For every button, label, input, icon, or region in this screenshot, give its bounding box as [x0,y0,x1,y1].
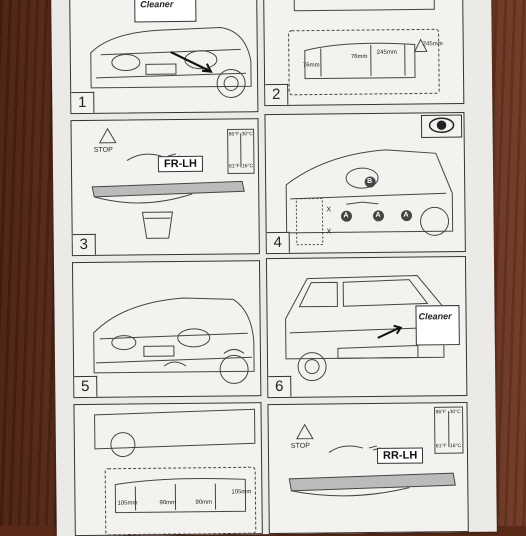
rear-bumper-measurement-illustration [74,403,261,535]
measurement-label: 245mm [377,50,397,56]
part-label: RR-LH [383,450,417,462]
part-label-box: RR-LH [377,447,423,463]
temp-label: 86°F [436,409,447,415]
cleaner-label: Cleaner [419,311,452,321]
step-4-panel: B A A A X X 4 [264,112,465,254]
step-5-panel: 5 [72,260,261,398]
instruction-sheet: Cleaner 1 76mm 76mm 245mm 245mm 2 [51,0,497,536]
cleaner-bottle: Cleaner [415,305,459,345]
step-number: 5 [74,376,97,397]
stop-label: STOP [291,443,310,450]
temp-label: 86°F [229,131,240,137]
car-front-press-illustration [73,261,260,397]
dimension-mark: X [327,228,332,235]
temp-label: 16°C [242,163,253,169]
rear-tape-strip-illustration [268,403,467,533]
tape-strip-illustration [71,119,258,255]
marker-label: B [367,178,372,185]
marker-label: A [343,212,348,219]
step-6-panel: Cleaner 6 [266,256,467,398]
part-label: FR-LH [164,158,197,170]
step-number: 1 [71,92,94,113]
marker-label: A [403,212,408,219]
step-3-panel: STOP FR-LH 86°F 30°C 61°F 16°C 3 [70,118,259,256]
temp-label: 16°C [450,443,461,449]
temp-label: 61°F [229,163,240,169]
measurement-label: 76mm [351,54,368,60]
step-1-panel: Cleaner 1 [69,0,258,114]
car-front-attach-illustration [265,113,464,253]
measurement-label: 90mm [195,500,212,506]
step-number: 6 [268,376,291,397]
measurement-label: 105mm [231,489,251,495]
temp-label: 30°C [450,409,461,415]
stop-label: STOP [94,147,113,154]
step-2-panel: 76mm 76mm 245mm 245mm 2 [263,0,464,106]
measurement-label: 90mm [159,500,176,506]
step-8-panel: STOP RR-LH 86°F 30°C 61°F 16°C [267,402,468,534]
part-label-box: FR-LH [158,156,203,172]
step-number: 3 [73,234,96,255]
marker-label: A [375,212,380,219]
temp-label: 61°F [436,443,447,449]
cleaner-label: Cleaner [140,0,173,9]
step-number: 4 [267,232,290,253]
measurement-label: 105mm [117,500,137,506]
dimension-mark: X [326,206,331,213]
cleaner-bottle: Cleaner [134,0,196,22]
step-7-panel: 105mm 90mm 90mm 105mm [73,402,262,536]
measurement-label: 76mm [303,63,320,69]
temp-label: 30°C [242,131,253,137]
bumper-measurement-illustration [264,0,463,105]
measurement-label: 245mm [423,41,443,47]
step-number: 2 [265,84,288,105]
